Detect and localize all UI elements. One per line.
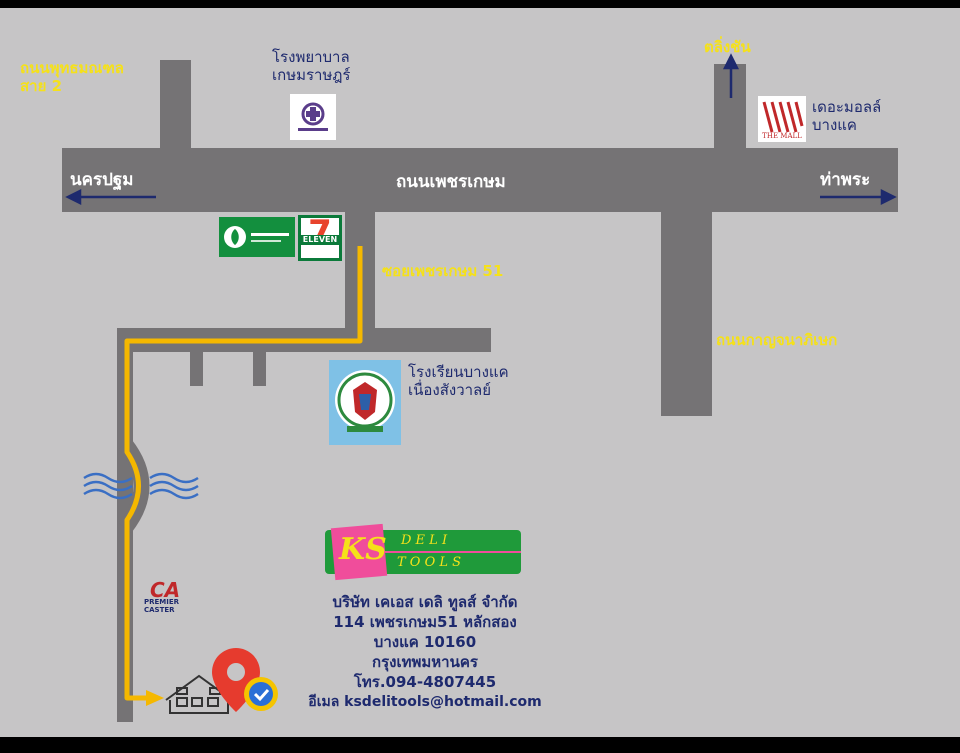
map-area: ถนนพุทธมณฑล สาย 2 โรงพยาบาล เกษมราษฎร์ ต…: [0, 8, 960, 737]
check-badge-icon: [244, 677, 278, 711]
ca-premier-caster-logo: CA PREMIER CASTER: [144, 578, 181, 614]
arrow-left-icon: [65, 188, 156, 206]
label-nakhon-pathom: นครปฐม: [70, 170, 134, 190]
label-school: โรงเรียนบางแค เนื่องสังวาลย์: [408, 363, 509, 399]
label-kanchanaphisek: ถนนกาญจนาภิเษก: [716, 331, 838, 349]
kbank-logo: [219, 217, 295, 257]
label-phetkasem-road: ถนนเพชรเกษม: [396, 172, 506, 192]
route-line: [124, 246, 363, 701]
label-phutthamonthon: ถนนพุทธมณฑล สาย 2: [20, 59, 124, 95]
arrow-up-icon: [722, 53, 740, 98]
company-address-2: บางแค 10160: [373, 633, 477, 651]
label-tha-phra: ท่าพระ: [820, 170, 871, 190]
seven-eleven-logo: 7 ELEVEN: [298, 213, 342, 261]
school-emblem: [329, 360, 401, 445]
road-kanchanaphisek: [661, 208, 712, 416]
company-info: บริษัท เคเอส เดลิ ทูลส์ จำกัด 114 เพชรเก…: [290, 592, 560, 712]
company-phone: โทร.094-4807445: [353, 673, 497, 691]
road-phutthamonthon: [160, 60, 191, 152]
label-taling-chan: ตลิ่งชัน: [704, 38, 751, 56]
company-city: กรุงเทพมหานคร: [372, 653, 478, 671]
label-hospital: โรงพยาบาล เกษมราษฎร์: [272, 48, 351, 84]
the-mall-logo: THE MALL: [758, 96, 806, 142]
company-name: บริษัท เคเอส เดลิ ทูลส์ จำกัด: [332, 593, 518, 611]
hospital-logo: [290, 94, 336, 140]
water-wave-icon: [83, 472, 199, 500]
company-email: อีเมล ksdelitools@hotmail.com: [308, 694, 542, 710]
road-side-stub-1: [190, 348, 203, 386]
road-side-stub-2: [253, 348, 266, 386]
company-address-1: 114 เพชรเกษม51 หลักสอง: [333, 613, 517, 631]
label-soi-phetkasem-51: ซอยเพชรเกษม 51: [382, 262, 504, 280]
bridge-bump: [118, 439, 150, 533]
road-phetkasem: [62, 148, 898, 212]
ks-deli-tools-logo: KS D E L I T O O L S: [323, 522, 523, 581]
label-the-mall: เดอะมอลล์ บางแค: [812, 98, 882, 134]
route-arrow-icon: [146, 690, 164, 706]
map-overlay: [65, 53, 897, 714]
arrow-right-icon: [820, 188, 897, 206]
